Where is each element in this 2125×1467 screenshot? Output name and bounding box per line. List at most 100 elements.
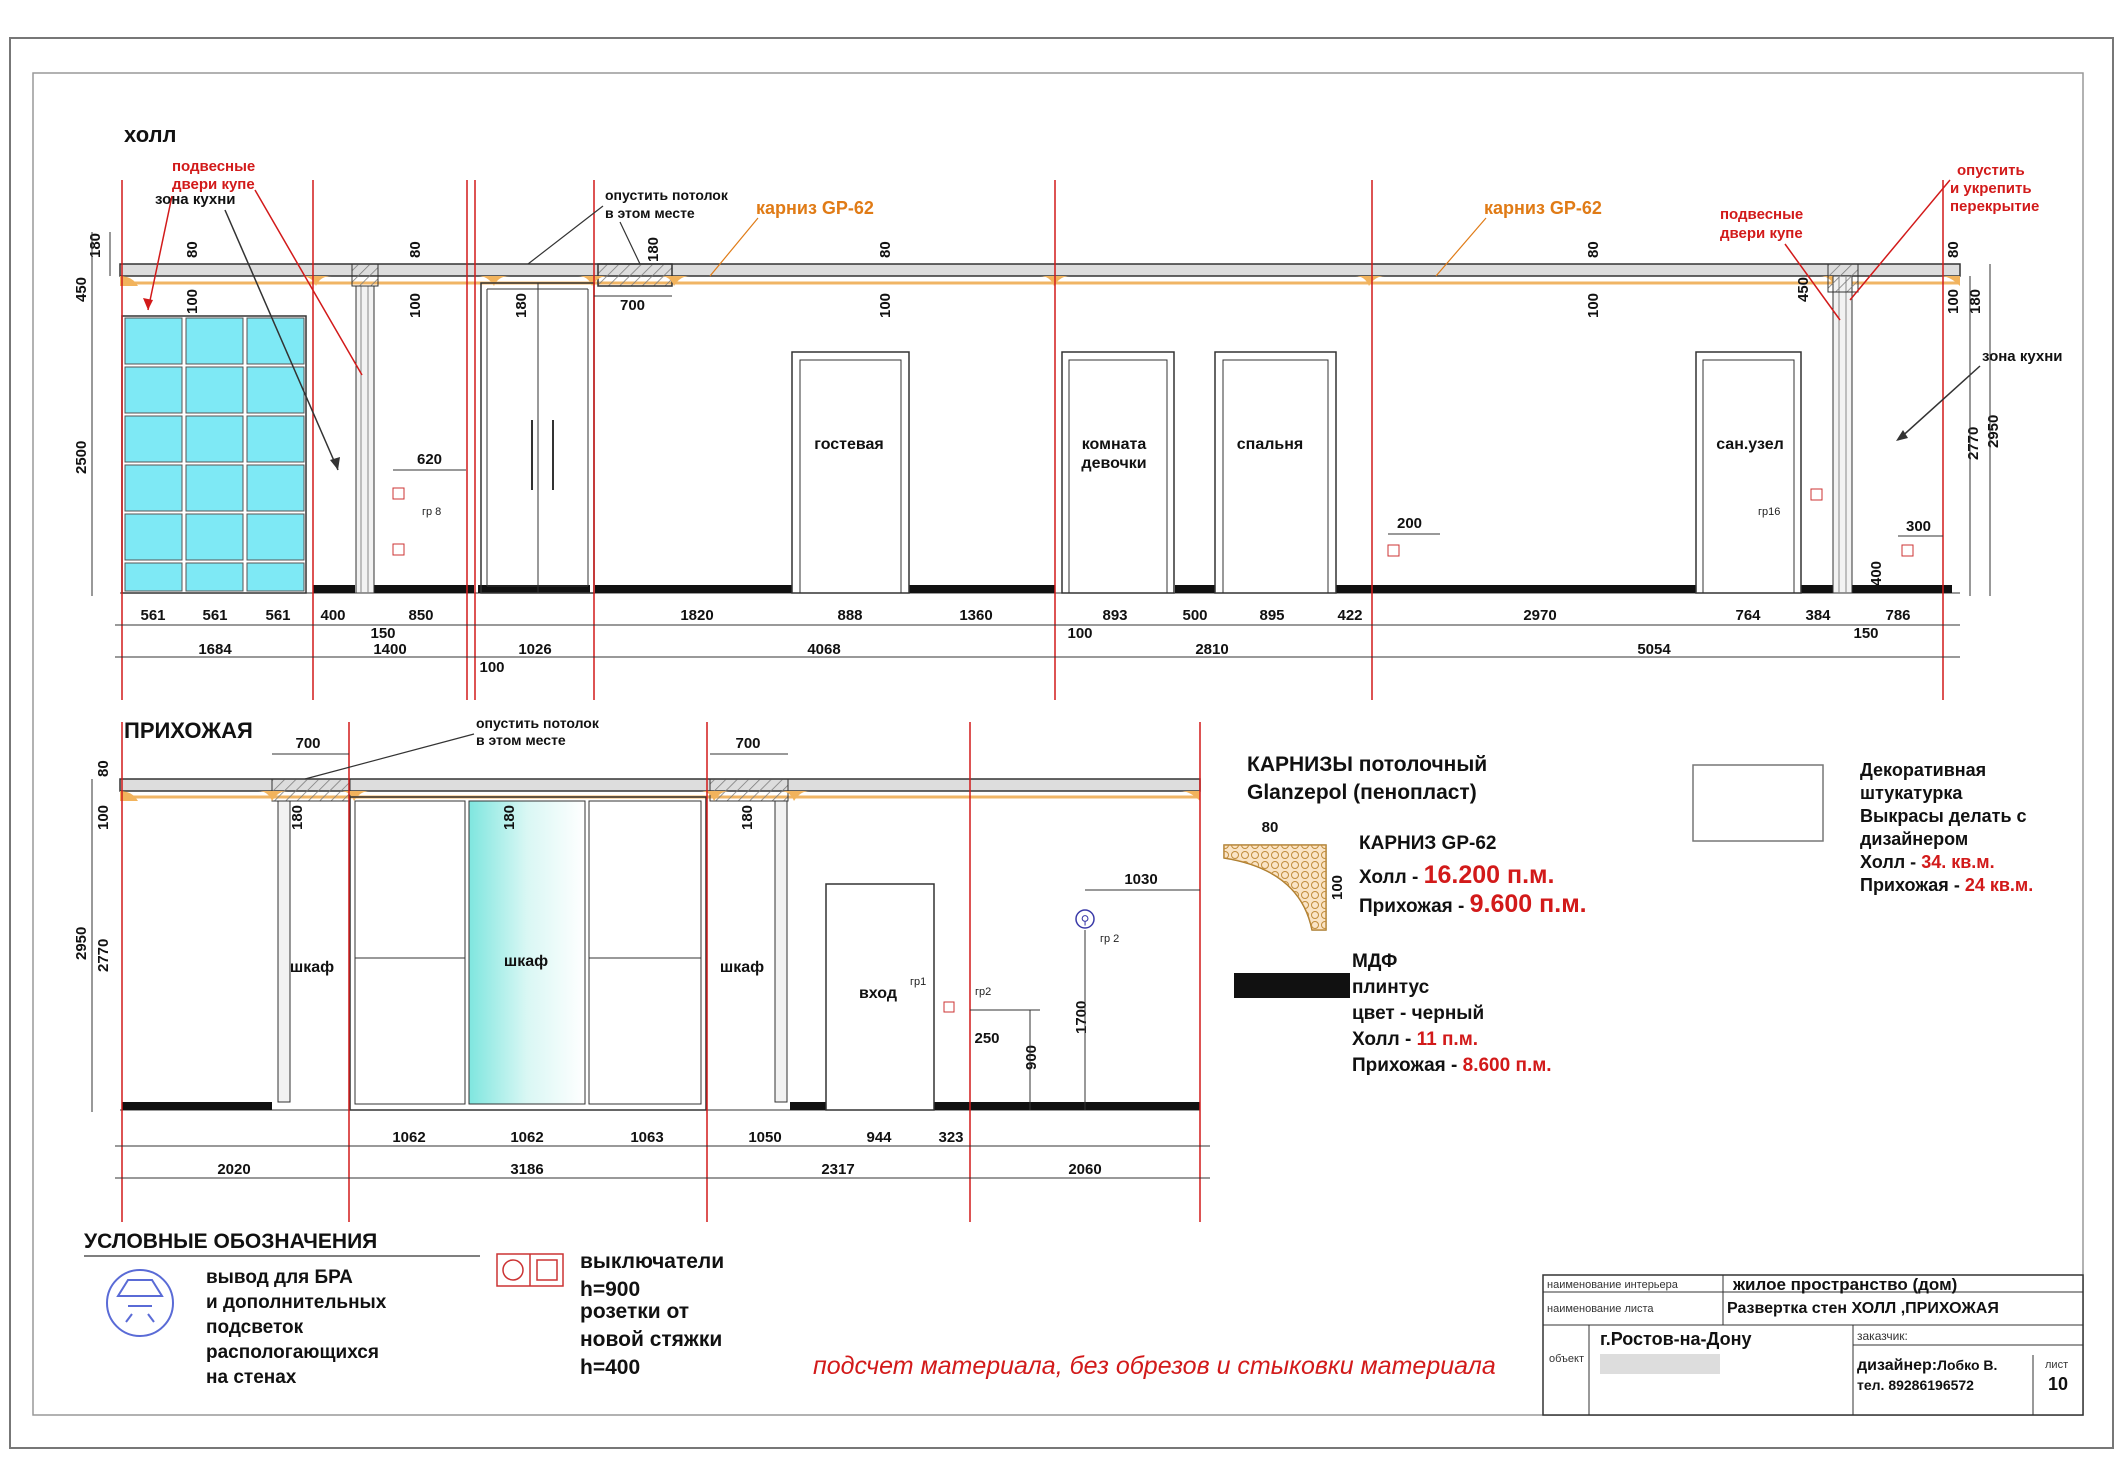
svg-text:2317: 2317 [821, 1161, 854, 1178]
note-lower-3: перекрытие [1950, 198, 2039, 215]
note-kitchen-right: зона кухни [1982, 348, 2062, 365]
svg-text:1050: 1050 [748, 1129, 781, 1146]
note-ceiling-2: в этом месте [605, 205, 695, 221]
room-label-bathroom: сан.узел [1716, 436, 1784, 453]
note-ceiling-1: опустить потолок [605, 187, 729, 203]
svg-text:2020: 2020 [217, 1161, 250, 1178]
svg-text:1062: 1062 [392, 1129, 425, 1146]
svg-text:шкаф: шкаф [504, 953, 548, 970]
svg-text:100: 100 [407, 293, 424, 318]
note-doors-left-1: подвесные [172, 158, 255, 175]
svg-text:наименование листа: наименование листа [1547, 1303, 1654, 1315]
svg-text:1062: 1062 [510, 1129, 543, 1146]
svg-text:2810: 2810 [1195, 641, 1228, 658]
svg-text:180: 180 [501, 805, 518, 830]
title-block: наименование интерьера жилое пространств… [1542, 1274, 2084, 1416]
svg-text:гр1: гр1 [910, 976, 926, 988]
svg-text:г.Ростов-на-Дону: г.Ростов-на-Дону [1600, 1329, 1751, 1349]
door-bathroom: сан.узел [1695, 351, 1802, 594]
svg-text:Выкрасы делать с: Выкрасы делать с [1860, 806, 2027, 826]
svg-text:1063: 1063 [630, 1129, 663, 1146]
svg-text:80: 80 [407, 241, 424, 258]
svg-text:гр16: гр16 [1758, 506, 1780, 518]
svg-text:МДФ: МДФ [1352, 951, 1397, 972]
svg-text:700: 700 [620, 297, 645, 314]
door-bedroom: спальня [1214, 351, 1337, 594]
svg-text:2950: 2950 [1985, 415, 2002, 448]
svg-text:на стенах: на стенах [206, 1367, 297, 1388]
svg-text:розетки от: розетки от [580, 1300, 689, 1323]
plaster-legend: Декоративная штукатурка Выкрасы делать с… [1692, 760, 2033, 895]
svg-text:400: 400 [1868, 561, 1885, 586]
plinth-legend: МДФ плинтус цвет - черный Холл - 11 п.м.… [1234, 951, 1552, 1076]
svg-text:422: 422 [1337, 607, 1362, 624]
svg-text:штукатурка: штукатурка [1860, 783, 1963, 803]
svg-text:100: 100 [479, 659, 504, 676]
hall-title: холл [124, 122, 177, 147]
svg-text:выключатели: выключатели [580, 1250, 724, 1273]
svg-text:2500: 2500 [73, 441, 90, 474]
cornice-label-1: карниз GP-62 [756, 198, 874, 218]
svg-text:180: 180 [1967, 289, 1984, 314]
svg-text:заказчик:: заказчик: [1857, 1329, 1908, 1343]
svg-text:1700: 1700 [1073, 1001, 1090, 1034]
svg-text:Развертка стен ХОЛЛ ,ПРИХОЖАЯ: Развертка стен ХОЛЛ ,ПРИХОЖАЯ [1727, 1300, 1999, 1317]
svg-text:1820: 1820 [680, 607, 713, 624]
entry-door [825, 883, 935, 1111]
svg-text:450: 450 [73, 277, 90, 302]
svg-text:плинтус: плинтус [1352, 977, 1430, 998]
svg-text:наименование интерьера: наименование интерьера [1547, 1279, 1679, 1291]
svg-text:764: 764 [1735, 607, 1761, 624]
svg-text:Glanzepol (пенопласт): Glanzepol (пенопласт) [1247, 781, 1477, 804]
svg-text:лист: лист [2045, 1359, 2068, 1371]
svg-text:700: 700 [295, 735, 320, 752]
svg-text:тел. 89286196572: тел. 89286196572 [1857, 1377, 1974, 1393]
svg-text:786: 786 [1885, 607, 1910, 624]
svg-text:Прихожая - 9.600 п.м.: Прихожая - 9.600 п.м. [1359, 890, 1587, 918]
svg-text:2770: 2770 [1965, 427, 1982, 460]
svg-text:561: 561 [140, 607, 165, 624]
svg-text:100: 100 [1329, 875, 1346, 900]
svg-text:80: 80 [1945, 241, 1962, 258]
svg-text:дизайнером: дизайнером [1860, 829, 1968, 849]
svg-text:КАРНИЗЫ потолочный: КАРНИЗЫ потолочный [1247, 753, 1487, 776]
footnote: подсчет материала, без обрезов и стыковк… [813, 1352, 1496, 1380]
svg-text:80: 80 [1262, 819, 1279, 836]
svg-text:100: 100 [1945, 289, 1962, 314]
svg-text:Холл - 16.200 п.м.: Холл - 16.200 п.м. [1359, 861, 1555, 889]
svg-text:Холл - 34. кв.м.: Холл - 34. кв.м. [1860, 852, 1995, 872]
svg-text:гр 2: гр 2 [1100, 933, 1119, 945]
svg-text:дизайнер:Лобко В.: дизайнер:Лобко В. [1857, 1357, 1997, 1374]
svg-text:1400: 1400 [373, 641, 406, 658]
svg-text:900: 900 [1023, 1045, 1040, 1070]
svg-text:Декоративная: Декоративная [1860, 760, 1986, 780]
svg-text:жилое пространство (дом): жилое пространство (дом) [1732, 1275, 1957, 1294]
room-label-girls-2: девочки [1081, 455, 1146, 472]
svg-text:150: 150 [370, 625, 395, 642]
svg-text:Холл - 11 п.м.: Холл - 11 п.м. [1352, 1029, 1478, 1050]
svg-text:2970: 2970 [1523, 607, 1556, 624]
svg-text:4068: 4068 [807, 641, 840, 658]
svg-text:h=900: h=900 [580, 1278, 640, 1301]
svg-text:5054: 5054 [1637, 641, 1671, 658]
room-label-guest: гостевая [814, 436, 884, 453]
svg-text:80: 80 [95, 760, 112, 777]
svg-text:1030: 1030 [1124, 871, 1157, 888]
svg-text:и дополнительных: и дополнительных [206, 1292, 387, 1313]
note-lower-1: опустить [1957, 162, 2025, 179]
cornice-legend: КАРНИЗЫ потолочный Glanzepol (пенопласт)… [1223, 753, 1587, 931]
svg-text:10: 10 [2048, 1374, 2068, 1394]
svg-text:100: 100 [184, 289, 201, 314]
entry-wardrobe: шкаф [349, 796, 707, 1111]
svg-text:гр2: гр2 [975, 986, 991, 998]
svg-text:⚲: ⚲ [1081, 913, 1090, 927]
svg-text:шкаф: шкаф [290, 959, 334, 976]
svg-text:850: 850 [408, 607, 433, 624]
outer-frame [9, 37, 2114, 1449]
svg-text:цвет - черный: цвет - черный [1352, 1003, 1484, 1024]
svg-text:323: 323 [938, 1129, 963, 1146]
svg-text:2060: 2060 [1068, 1161, 1101, 1178]
svg-text:гр 8: гр 8 [422, 506, 441, 518]
note-doors-right-1: подвесные [1720, 206, 1803, 223]
svg-text:распологающихся: распологающихся [206, 1342, 379, 1363]
